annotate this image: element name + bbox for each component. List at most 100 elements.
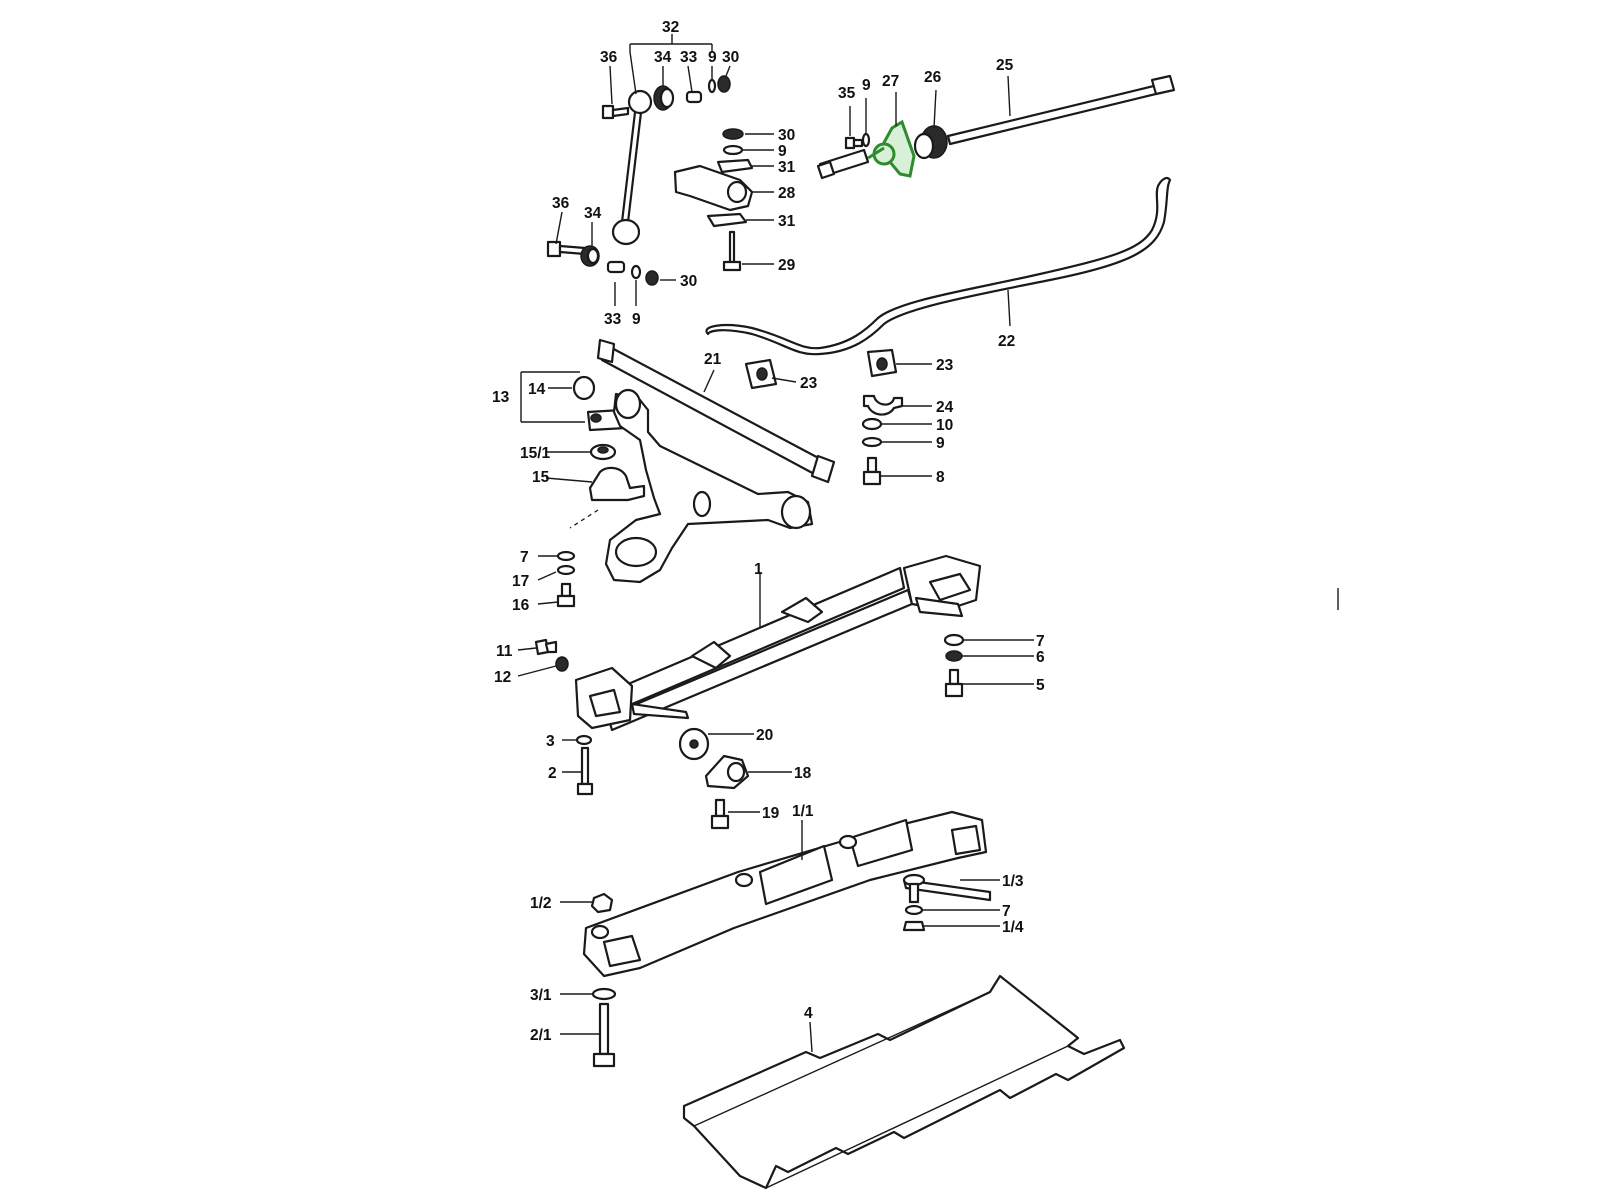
torsion-bar-25 bbox=[946, 82, 1166, 146]
washer-3 bbox=[575, 734, 593, 746]
bolt-8 bbox=[862, 456, 882, 486]
washer-17 bbox=[556, 564, 576, 576]
label-1-1: 1/1 bbox=[792, 803, 814, 820]
label-4: 4 bbox=[804, 1005, 813, 1022]
label-7-right: 7 bbox=[1036, 633, 1045, 650]
washer-9-upper bbox=[707, 78, 717, 94]
bolt-16 bbox=[556, 582, 576, 608]
label-30-lever: 30 bbox=[778, 127, 795, 144]
label-26: 26 bbox=[924, 69, 942, 86]
bushing-20 bbox=[678, 727, 710, 761]
stabilizer-bar-22 bbox=[705, 176, 1172, 356]
washer-3-1 bbox=[591, 987, 617, 1001]
label-31-lower: 31 bbox=[778, 213, 796, 230]
clamp-24 bbox=[862, 394, 904, 416]
label-18: 18 bbox=[794, 765, 812, 782]
bolt-29-head bbox=[722, 260, 742, 272]
label-7-lower: 7 bbox=[1002, 903, 1011, 920]
label-9-lever: 9 bbox=[778, 143, 787, 160]
nut-1-4 bbox=[902, 920, 926, 932]
label-25: 25 bbox=[996, 57, 1014, 74]
stabilizer-mount-right bbox=[861, 348, 904, 486]
label-22: 22 bbox=[998, 333, 1015, 350]
bolt-2-1 bbox=[592, 1002, 616, 1068]
nut-30-lever bbox=[722, 128, 744, 140]
label-1: 1 bbox=[754, 561, 763, 578]
label-15-1: 15/1 bbox=[520, 445, 551, 462]
label-33-lower: 33 bbox=[604, 311, 622, 328]
label-5: 5 bbox=[1036, 677, 1045, 694]
bushing-23-right bbox=[866, 348, 898, 378]
lever-assembly-28 bbox=[673, 128, 754, 272]
crossmember-1 bbox=[574, 554, 982, 732]
torsion-bar-end bbox=[1150, 74, 1176, 96]
label-24: 24 bbox=[936, 399, 954, 416]
washer-9-bar bbox=[861, 132, 871, 148]
cover-27-highlighted bbox=[867, 119, 916, 178]
label-8: 8 bbox=[936, 469, 945, 486]
label-27: 27 bbox=[882, 73, 899, 90]
label-9-lower: 9 bbox=[632, 311, 641, 328]
bolt-29-shank bbox=[728, 230, 736, 264]
label-36-upper: 36 bbox=[600, 49, 618, 66]
part-labels: 32 36 34 33 9 30 36 34 33 9 30 30 9 31 2… bbox=[492, 19, 1045, 1044]
label-35: 35 bbox=[838, 85, 856, 102]
label-14: 14 bbox=[528, 381, 546, 398]
sleeve-33-lower bbox=[606, 260, 626, 274]
label-11: 11 bbox=[496, 643, 513, 660]
washer-9-lower bbox=[630, 264, 642, 280]
label-10: 10 bbox=[936, 417, 953, 434]
label-1-4: 1/4 bbox=[1002, 919, 1024, 936]
label-33-upper: 33 bbox=[680, 49, 698, 66]
clamp-15 bbox=[588, 466, 646, 502]
nut-1-2 bbox=[590, 892, 614, 914]
label-36-lower: 36 bbox=[552, 195, 570, 212]
bolt-2 bbox=[576, 746, 594, 796]
label-2-1: 2/1 bbox=[530, 1027, 552, 1044]
cap-14 bbox=[572, 375, 596, 401]
label-28: 28 bbox=[778, 185, 796, 202]
label-20: 20 bbox=[756, 727, 773, 744]
washer-9-mount bbox=[861, 436, 883, 448]
label-7-arm: 7 bbox=[520, 549, 529, 566]
label-34-lower: 34 bbox=[584, 205, 602, 222]
bushing-34-upper bbox=[653, 85, 675, 111]
link-rod bbox=[620, 102, 638, 224]
label-12: 12 bbox=[494, 669, 511, 686]
label-16: 16 bbox=[512, 597, 530, 614]
bracket-1-3 bbox=[902, 873, 992, 904]
washer-9-lever bbox=[722, 144, 744, 156]
label-30-upper: 30 bbox=[722, 49, 739, 66]
nut-30-upper bbox=[717, 75, 731, 93]
label-34-upper: 34 bbox=[654, 49, 672, 66]
label-19: 19 bbox=[762, 805, 780, 822]
torsion-bar-assembly bbox=[816, 74, 1176, 180]
label-1-2: 1/2 bbox=[530, 895, 552, 912]
control-arm bbox=[604, 392, 814, 584]
sleeve-33-upper bbox=[685, 90, 703, 104]
bushing-23-left bbox=[744, 358, 778, 390]
label-17: 17 bbox=[512, 573, 529, 590]
plate-31-upper bbox=[716, 158, 754, 174]
control-arm-assembly bbox=[520, 371, 814, 608]
bolt-35 bbox=[844, 136, 864, 150]
plate-31-lower bbox=[706, 212, 748, 228]
nut-12 bbox=[555, 656, 569, 672]
link-lower-eye bbox=[611, 218, 641, 246]
adjuster-26 bbox=[913, 125, 948, 160]
skid-plate-4 bbox=[682, 974, 1126, 1190]
crossmember-1-1 bbox=[582, 810, 988, 978]
label-21: 21 bbox=[704, 351, 722, 368]
bracket-18 bbox=[704, 754, 750, 790]
label-32: 32 bbox=[662, 19, 679, 36]
bolt-11 bbox=[534, 638, 558, 656]
washer-10 bbox=[861, 417, 883, 431]
label-23-right: 23 bbox=[936, 357, 954, 374]
label-9-bar: 9 bbox=[862, 77, 871, 94]
bolt-19 bbox=[710, 798, 730, 830]
label-13: 13 bbox=[492, 389, 510, 406]
nut-30-lower bbox=[645, 270, 659, 286]
label-30-lower: 30 bbox=[680, 273, 697, 290]
bolt-36-lower bbox=[546, 240, 587, 258]
